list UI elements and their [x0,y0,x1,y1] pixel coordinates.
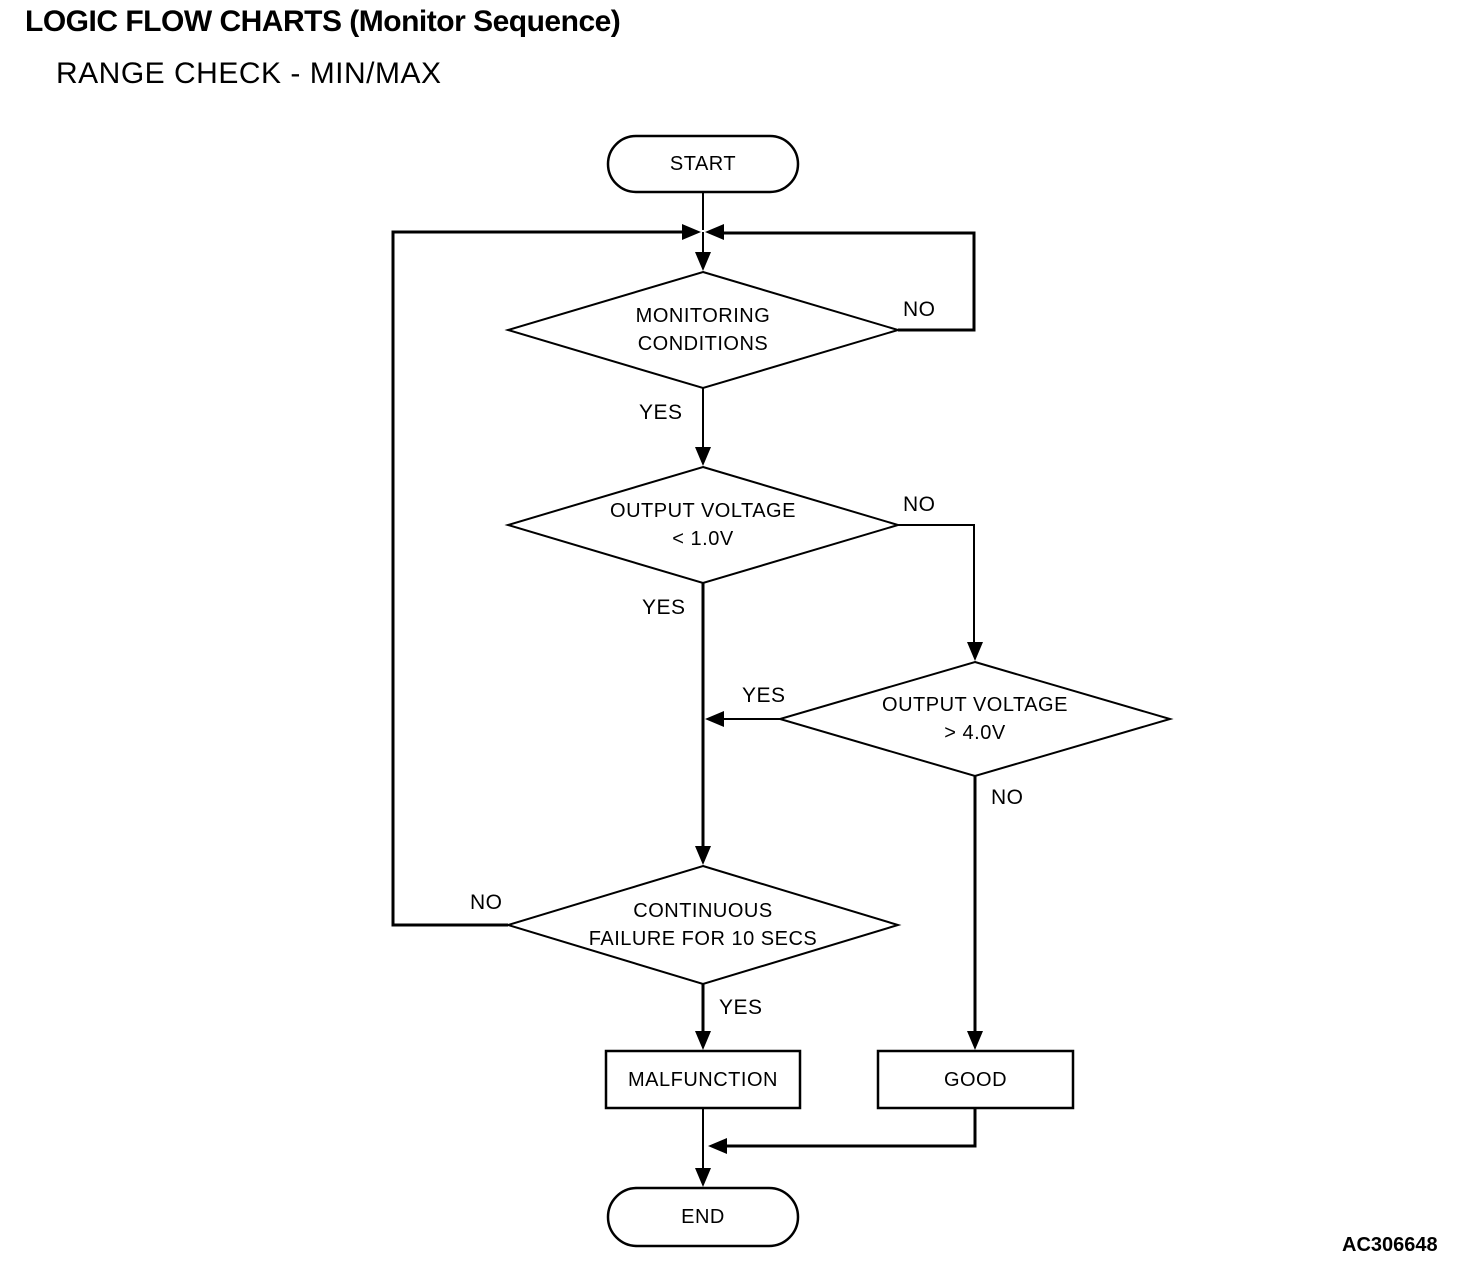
voltage-low-label-line2: < 1.0V [672,528,734,550]
start-terminator-shape [606,134,800,194]
voltage-high-no-label: NO [991,786,1024,809]
edge-voltage-low-yes [695,583,711,865]
arrowhead-left-junction [705,224,724,240]
continuous-label-line2: FAILURE FOR 10 SECS [588,928,818,950]
voltage-low-decision-shape [504,465,902,585]
continuous-yes-label: YES [719,996,763,1019]
arrowhead-left-center-line [705,711,724,727]
edge-voltage-high-yes [705,711,780,727]
edge-voltage-high-no [967,776,983,1050]
end-terminator-shape [606,1186,800,1248]
continuous-label: CONTINUOUS FAILURE FOR 10 SECS [508,866,898,984]
edge-good-to-end [708,1108,977,1154]
voltage-high-decision-shape [776,660,1174,778]
good-label: GOOD [943,1068,1008,1091]
edge-monitoring-yes [695,388,711,466]
voltage-low-label: OUTPUT VOLTAGE < 1.0V [508,467,898,583]
arrowhead-right-junction [682,224,701,240]
continuous-decision-shape [504,864,902,986]
voltage-high-label: OUTPUT VOLTAGE > 4.0V [780,662,1170,776]
edge-continuous-yes [695,984,711,1050]
voltage-high-label-line2: > 4.0V [944,722,1006,744]
arrowhead-down-malfunction [695,1031,711,1050]
voltage-low-no-label: NO [903,493,936,516]
monitoring-label-line1: MONITORING [635,305,771,327]
good-process-shape [876,1049,1075,1110]
page-subtitle: RANGE CHECK - MIN/MAX [56,57,442,90]
malfunction-process-shape [604,1049,802,1110]
edge-voltage-low-no [898,524,983,661]
edge-monitoring-no-loop [705,224,976,332]
edge-malfunction-to-end [695,1108,711,1187]
start-label: START [669,153,737,175]
arrowhead-down-voltage-low [695,447,711,466]
edge-continuous-no-loop [391,224,701,927]
page-title: LOGIC FLOW CHARTS (Monitor Sequence) [25,5,621,38]
monitoring-no-label: NO [903,298,936,321]
voltage-high-yes-label: YES [742,684,786,707]
voltage-low-yes-label: YES [642,596,686,619]
voltage-low-label-line1: OUTPUT VOLTAGE [610,500,796,522]
arrowhead-down-good [967,1031,983,1050]
arrowhead-left-end-line [708,1138,727,1154]
monitoring-decision-shape [504,270,902,390]
monitoring-label: MONITORING CONDITIONS [508,272,898,388]
edge-junction-to-monitoring [695,232,711,271]
monitoring-yes-label: YES [639,401,683,424]
continuous-no-label: NO [470,891,503,914]
figure-code: AC306648 [1342,1234,1438,1256]
voltage-high-label-line1: OUTPUT VOLTAGE [882,694,1068,716]
malfunction-label: MALFUNCTION [628,1068,778,1091]
arrowhead-down-continuous [695,846,711,865]
arrowhead-down-end [695,1168,711,1187]
continuous-label-line1: CONTINUOUS [633,900,773,922]
arrowhead-down-voltage-high [967,642,983,661]
monitoring-label-line2: CONDITIONS [637,333,769,355]
arrowhead-down-monitoring [695,252,711,271]
end-label: END [681,1206,725,1228]
